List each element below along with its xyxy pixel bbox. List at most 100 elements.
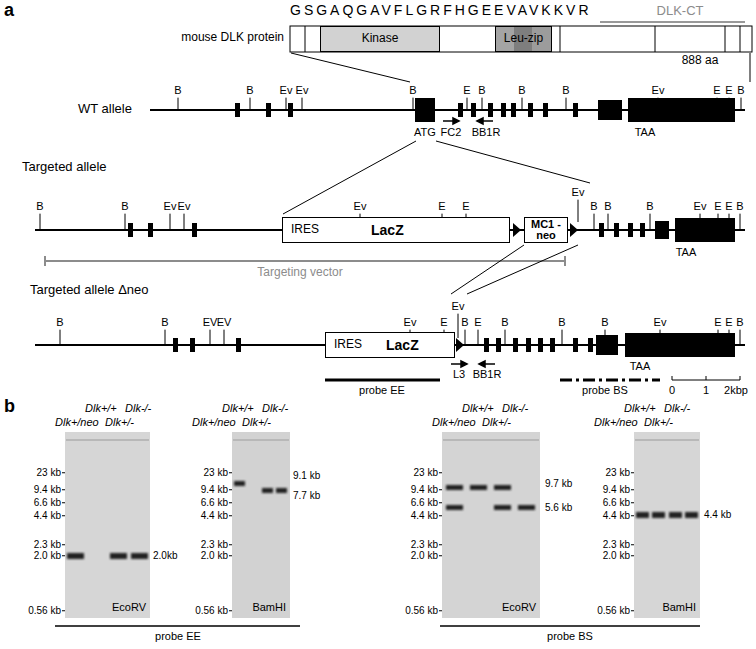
site-tick: [60, 330, 61, 345]
restriction-site: Ev: [572, 186, 585, 199]
scale-bar: [672, 376, 740, 380]
size-marker: 23 kb: [204, 467, 228, 479]
site-tick: [566, 98, 567, 110]
protein-divisions: [305, 26, 740, 52]
kinase-domain: Kinase: [320, 26, 440, 52]
size-marker: 2.0 kb: [603, 550, 630, 562]
marker-tick: [229, 502, 232, 503]
band-size: 9.1 kb: [293, 470, 320, 482]
enzyme-name: EcoRV: [502, 601, 536, 614]
ires-element: IRES: [334, 338, 362, 352]
genotype-label: Dlk-/-: [664, 402, 690, 415]
restriction-site: EV: [203, 316, 218, 329]
codon-label: ATG: [414, 126, 436, 139]
marker-tick: [62, 472, 65, 473]
mc1-neo-cassette: MC1 -neo: [524, 217, 568, 243]
genotype-label: Dlk-/-: [125, 402, 151, 415]
scale-label: 1: [703, 384, 709, 397]
site-tick: [170, 214, 171, 230]
restriction-site: E: [713, 84, 720, 97]
wt-primers: [443, 118, 493, 124]
marker-tick: [62, 610, 65, 611]
wt-to-targeted-lines: [283, 141, 590, 214]
site-tick: [478, 330, 479, 345]
site-tick: [578, 200, 579, 222]
lacz-gene: LacZ: [371, 222, 404, 238]
site-tick: [740, 214, 741, 230]
restriction-site: E: [725, 316, 732, 329]
size-marker: 2.3 kb: [603, 539, 630, 551]
size-marker: 23 kb: [37, 467, 61, 479]
probe-name: probe BS: [547, 630, 593, 643]
restriction-site: B: [590, 200, 597, 213]
allele-name: Targeted allele Δneo: [30, 283, 149, 298]
protein-bar-outline: [290, 26, 752, 52]
codon-label: TAA: [635, 126, 656, 139]
size-marker: 4.4 kb: [411, 510, 438, 522]
leucine-zipper-domain: Leu-zip: [495, 26, 552, 52]
site-tick: [740, 330, 741, 345]
size-marker: 6.6 kb: [34, 497, 61, 509]
marker-tick: [439, 544, 442, 545]
size-marker: 23 kb: [606, 467, 630, 479]
band-size: 7.7 kb: [293, 490, 320, 502]
genotype-label: Dlk+/-: [644, 416, 673, 429]
band-size: 5.6 kb: [545, 502, 572, 514]
codon-label: TAA: [676, 246, 697, 259]
site-tick: [729, 214, 730, 230]
marker-tick: [439, 489, 442, 490]
marker-tick: [631, 472, 634, 473]
marker-tick: [62, 555, 65, 556]
size-marker: 0.56 kb: [28, 605, 61, 617]
genotype-label: Dlk-/-: [502, 402, 528, 415]
restriction-site: Ev: [452, 300, 465, 313]
primer-name: FC2: [441, 126, 462, 139]
size-marker: 4.4 kb: [201, 510, 228, 522]
genotype-label: Dlk+/+: [462, 402, 494, 415]
band-size: 9.7 kb: [545, 478, 572, 490]
blot-bands: [67, 481, 698, 559]
site-tick: [286, 98, 287, 110]
dneo-primers: [451, 361, 495, 367]
allele-name: WT allele: [78, 102, 132, 117]
site-tick: [717, 98, 718, 110]
marker-tick: [62, 544, 65, 545]
size-marker: 6.6 kb: [411, 497, 438, 509]
allele-name: Targeted allele: [22, 160, 107, 175]
genotype-label: Dlk+/-: [242, 416, 271, 429]
site-tick: [467, 98, 468, 110]
restriction-site: Ev: [354, 200, 367, 213]
site-tick: [165, 330, 166, 345]
panel-letter: a: [4, 0, 14, 21]
size-marker: 6.6 kb: [603, 497, 630, 509]
restriction-site: B: [56, 316, 63, 329]
genotype-label: Dlk+/neo: [192, 416, 236, 429]
genotype-label: Dlk+/neo: [55, 416, 99, 429]
site-tick: [465, 330, 466, 345]
restriction-site: B: [518, 84, 525, 97]
size-marker: 4.4 kb: [34, 510, 61, 522]
restriction-site: B: [461, 316, 468, 329]
marker-tick: [631, 489, 634, 490]
restriction-site: B: [161, 316, 168, 329]
restriction-site: E: [462, 200, 469, 213]
band-size: 2.0kb: [153, 550, 177, 562]
protein-length: 888 aa: [682, 54, 719, 68]
ires-element: IRES: [291, 223, 319, 237]
site-tick: [224, 330, 225, 345]
restriction-site: B: [246, 84, 253, 97]
site-tick: [505, 330, 506, 345]
size-marker: 0.56 kb: [597, 605, 630, 617]
codon-label: TAA: [630, 360, 651, 373]
ires-lacz-cassette: IRES LacZ: [282, 217, 510, 243]
primer-name: L3: [453, 368, 465, 381]
site-tick: [741, 98, 742, 110]
southern-blot: BamHI: [232, 432, 290, 618]
probe-name: probe EE: [155, 630, 201, 643]
site-tick: [729, 330, 730, 345]
site-tick: [718, 330, 719, 345]
size-marker: 9.4 kb: [201, 484, 228, 496]
probe-ee-bar: [325, 379, 440, 382]
site-tick: [605, 330, 606, 345]
